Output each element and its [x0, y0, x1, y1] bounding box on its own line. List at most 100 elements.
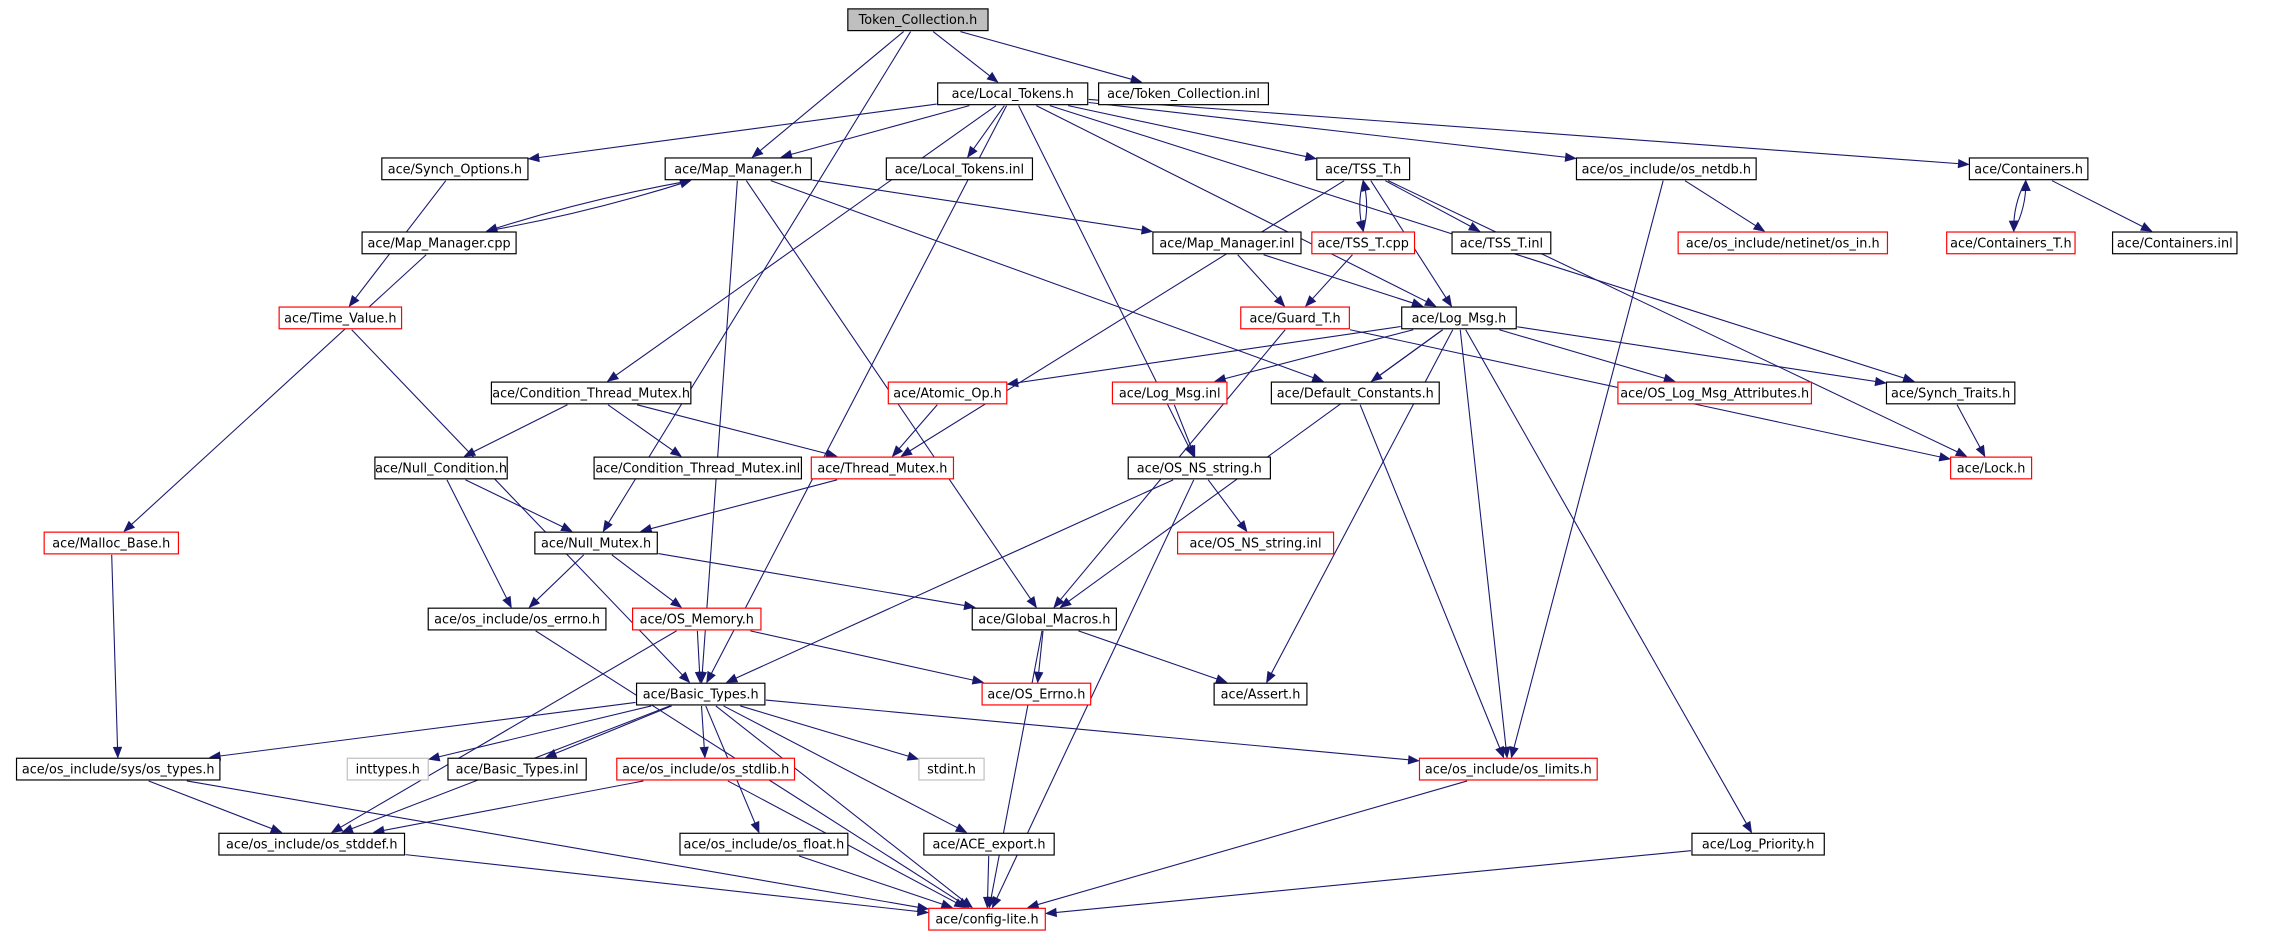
include-edge-map_manager_h-to-default_constants_h — [770, 180, 1323, 382]
arrowhead-ace_export_h-to-config_lite_h — [982, 896, 993, 909]
node-tss-t-cpp[interactable]: ace/TSS_T.cpp — [1311, 231, 1416, 255]
include-edge-os_netdb_h-to-os_in_h — [1684, 180, 1765, 232]
include-edge-basic_types_h-to-ace_export_h — [723, 705, 967, 833]
include-edge-log_msg_h-to-log_msg_inl — [1215, 329, 1414, 382]
node-basic-types-inl[interactable]: ace/Basic_Types.inl — [447, 757, 587, 781]
node-containers-inl[interactable]: ace/Containers.inl — [2111, 231, 2238, 255]
node-cond-thread-mutex-h[interactable]: ace/Condition_Thread_Mutex.h — [490, 381, 692, 405]
arrowhead-log_msg_h-to-synch_traits_h — [1874, 376, 1887, 387]
node-os-log-msg-attributes-h[interactable]: ace/OS_Log_Msg_Attributes.h — [1617, 381, 1813, 405]
include-edge-map_manager_h-to-map_manager_inl — [812, 179, 1152, 233]
arrowhead-token_collection_h-to-map_manager_h — [751, 146, 764, 158]
node-local-tokens-inl[interactable]: ace/Local_Tokens.inl — [885, 157, 1034, 181]
arrowhead-log_priority_h-to-config_lite_h — [1044, 907, 1058, 918]
node-map-manager-inl[interactable]: ace/Map_Manager.inl — [1152, 231, 1302, 255]
node-thread-mutex-h[interactable]: ace/Thread_Mutex.h — [810, 456, 955, 480]
node-malloc-base-h[interactable]: ace/Malloc_Base.h — [43, 531, 180, 555]
include-edge-null_condition_h-to-null_mutex_h — [465, 479, 572, 532]
node-os-types-h[interactable]: ace/os_include/sys/os_types.h — [15, 757, 221, 781]
arrowhead-default_constants_h-to-os_limits_h — [1495, 745, 1504, 759]
node-time-value-h[interactable]: ace/Time_Value.h — [278, 306, 403, 330]
node-token-collection-inl[interactable]: ace/Token_Collection.inl — [1098, 82, 1270, 106]
node-os-in-h[interactable]: ace/os_include/netinet/os_in.h — [1677, 231, 1889, 255]
node-label: ace/OS_Memory.h — [640, 612, 754, 627]
include-edge-os_stdlib_h-to-os_stddef_h — [373, 780, 644, 833]
node-os-float-h[interactable]: ace/os_include/os_float.h — [679, 832, 849, 856]
node-box — [1691, 832, 1825, 856]
node-label: ace/Condition_Thread_Mutex.h — [492, 386, 690, 401]
node-label: stdint.h — [927, 763, 976, 778]
arrowhead-containers_t_h-to-containers_h — [2021, 179, 2031, 192]
node-label: ace/OS_Log_Msg_Attributes.h — [1620, 386, 1809, 401]
node-null-mutex-h[interactable]: ace/Null_Mutex.h — [534, 531, 658, 555]
node-label: ace/Map_Manager.h — [674, 162, 802, 177]
node-box — [381, 157, 529, 181]
node-global-macros-h[interactable]: ace/Global_Macros.h — [971, 607, 1117, 631]
node-label: ace/os_include/os_stdlib.h — [622, 763, 789, 778]
include-edge-local_tokens_h-to-os_netdb_h — [1088, 101, 1576, 159]
arrowhead-atomic_op_h-to-thread_mutex_h — [891, 445, 904, 458]
node-label: ace/OS_Errno.h — [987, 688, 1085, 703]
include-edge-os_memory_h-to-os_stddef_h — [331, 630, 677, 833]
node-label: ace/Lock.h — [1957, 461, 2026, 476]
include-edge-os_limits_h-to-config_lite_h — [1028, 780, 1468, 908]
node-assert-h[interactable]: ace/Assert.h — [1213, 682, 1308, 706]
include-edge-os_ns_string_h-to-basic_types_h — [726, 479, 1174, 683]
node-null-condition-h[interactable]: ace/Null_Condition.h — [374, 456, 508, 480]
arrowhead-null_mutex_h-to-os_memory_h — [669, 597, 683, 608]
node-os-ns-string-inl[interactable]: ace/OS_NS_string.inl — [1176, 531, 1335, 555]
node-label: ace/Synch_Traits.h — [1891, 386, 2010, 401]
arrowhead-token_collection_h-to-token_collection_inl — [1129, 74, 1143, 84]
node-box — [534, 531, 658, 555]
node-label: ace/Guard_T.h — [1249, 311, 1340, 326]
node-lock-h[interactable]: ace/Lock.h — [1950, 456, 2033, 480]
node-atomic-op-h[interactable]: ace/Atomic_Op.h — [887, 381, 1008, 405]
node-config-lite-h[interactable]: ace/config-lite.h — [928, 907, 1046, 931]
node-log-msg-h[interactable]: ace/Log_Msg.h — [1401, 306, 1517, 330]
node-containers-t-h[interactable]: ace/Containers_T.h — [1946, 231, 2076, 255]
node-local-tokens-h[interactable]: ace/Local_Tokens.h — [937, 82, 1089, 106]
node-box — [1316, 157, 1411, 181]
node-os-stddef-h[interactable]: ace/os_include/os_stddef.h — [218, 832, 406, 856]
node-inttypes-h[interactable]: inttypes.h — [346, 757, 429, 781]
arrowhead-global_macros_h-to-os_errno_ace_h — [1034, 671, 1044, 684]
node-basic-types-h[interactable]: ace/Basic_Types.h — [635, 682, 766, 706]
include-edge-basic_types_h-to-stdint_h — [740, 705, 919, 760]
node-token-collection-h[interactable]: Token_Collection.h — [847, 8, 989, 32]
node-default-constants-h[interactable]: ace/Default_Constants.h — [1270, 381, 1440, 405]
include-edge-local_tokens_h-to-log_msg_h — [1036, 105, 1436, 307]
node-box — [1946, 231, 2076, 255]
node-synch-traits-h[interactable]: ace/Synch_Traits.h — [1885, 381, 2016, 405]
node-tss-t-inl[interactable]: ace/TSS_T.inl — [1451, 231, 1552, 255]
node-log-priority-h[interactable]: ace/Log_Priority.h — [1691, 832, 1825, 856]
node-os-errno-ace-h[interactable]: ace/OS_Errno.h — [981, 682, 1092, 706]
node-stdint-h[interactable]: stdint.h — [918, 757, 985, 781]
arrowhead-log_msg_h-to-assert_h — [1266, 670, 1276, 684]
node-cond-thread-mutex-inl[interactable]: ace/Condition_Thread_Mutex.inl — [593, 456, 803, 480]
node-map-manager-h[interactable]: ace/Map_Manager.h — [664, 157, 812, 181]
node-guard-t-h[interactable]: ace/Guard_T.h — [1240, 306, 1350, 330]
node-label: ace/Log_Msg.h — [1412, 311, 1507, 326]
arrowhead-token_collection_h-to-local_tokens_h — [986, 71, 999, 83]
arrowhead-basic_types_h-to-os_stdlib_h — [699, 746, 709, 759]
node-box — [1575, 157, 1757, 181]
node-os-netdb-h[interactable]: ace/os_include/os_netdb.h — [1575, 157, 1757, 181]
node-box — [1885, 381, 2016, 405]
include-edge-local_tokens_h-to-cond_thread_mutex_h — [607, 105, 997, 382]
include-edge-tss_t_cpp-to-guard_t_h — [1305, 254, 1353, 307]
node-synch-options-h[interactable]: ace/Synch_Options.h — [381, 157, 529, 181]
arrowhead-os_memory_h-to-basic_types_h — [694, 671, 705, 684]
node-os-errno-h[interactable]: ace/os_include/os_errno.h — [427, 607, 607, 631]
node-containers-h[interactable]: ace/Containers.h — [1968, 157, 2089, 181]
node-ace-export-h[interactable]: ace/ACE_export.h — [923, 832, 1055, 856]
node-os-ns-string-h[interactable]: ace/OS_NS_string.h — [1127, 456, 1271, 480]
node-os-stdlib-h[interactable]: ace/os_include/os_stdlib.h — [616, 757, 796, 781]
node-log-msg-inl[interactable]: ace/Log_Msg.inl — [1111, 381, 1228, 405]
node-map-manager-cpp[interactable]: ace/Map_Manager.cpp — [361, 231, 517, 255]
node-box — [1111, 381, 1228, 405]
arrowhead-map_manager_h-to-default_constants_h — [1311, 373, 1324, 382]
node-tss-t-h[interactable]: ace/TSS_T.h — [1316, 157, 1411, 181]
node-os-memory-h[interactable]: ace/OS_Memory.h — [632, 607, 762, 631]
node-os-limits-h[interactable]: ace/os_include/os_limits.h — [1418, 757, 1598, 781]
node-label: ace/os_include/netinet/os_in.h — [1686, 236, 1880, 251]
